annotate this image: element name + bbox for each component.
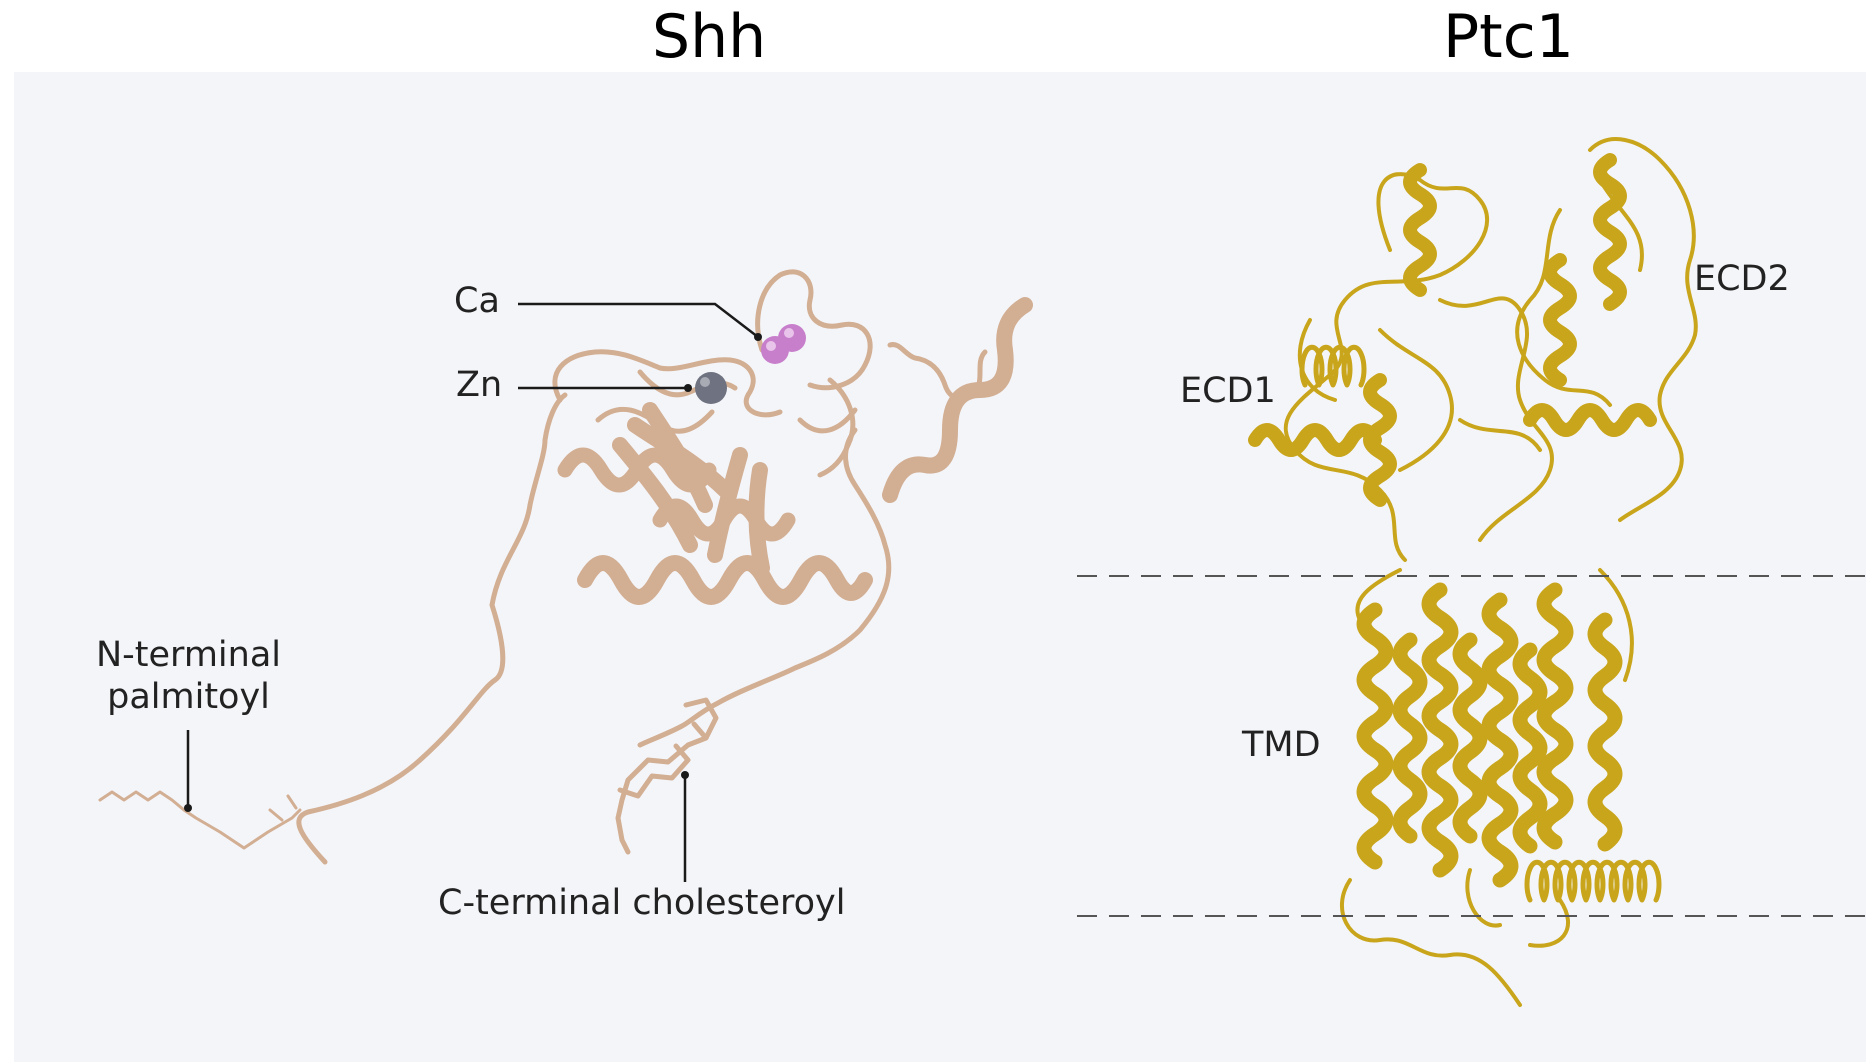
ptc1-tmd-helix (1421, 582, 1459, 878)
ca-leader-line (518, 302, 759, 338)
ptc1-title: Ptc1 (1443, 2, 1574, 72)
ptc1-tmd-helix (1392, 632, 1428, 844)
ptc1-tmd-helix (1481, 592, 1519, 888)
shh-beta-strand (612, 437, 698, 553)
ca-label: Ca (454, 281, 500, 321)
ptc1-tmd-helix (1356, 602, 1394, 870)
ptc1-ecd2-helix (1593, 153, 1627, 311)
n-terminal-label-line2: palmitoyl (107, 677, 270, 717)
n-terminal-palmitoyl-label: N-terminal palmitoyl (86, 634, 291, 718)
shh-title: Shh (652, 2, 767, 72)
ptc1-tmd-helix (1512, 642, 1548, 854)
shh-c-terminal-coil (637, 427, 892, 748)
ptc1-tmd-helix (1536, 582, 1574, 850)
ptc1-ecd1-helix (1363, 373, 1397, 507)
shh-loop-top (552, 349, 783, 418)
ptc1-ecd1-helix (1248, 423, 1382, 457)
shh-cholesterol-group (615, 697, 719, 855)
shh-helix-right (882, 297, 1033, 503)
ptc1-protein (1248, 137, 1698, 1007)
zn-label: Zn (456, 365, 503, 405)
shh-loop-tail (887, 342, 988, 401)
ptc1-ecd-center-coil (1438, 296, 1554, 542)
ptc1-tmd-coil (1339, 568, 1634, 1007)
ptc1-ecd1-helix (1403, 163, 1437, 297)
ptc1-amphipathic-helix (1524, 859, 1662, 903)
shh-helix-middle (652, 498, 796, 542)
tmd-label: TMD (1242, 725, 1321, 765)
shh-helix-bottom (577, 555, 873, 605)
shh-loop-ca (755, 269, 873, 391)
shh-helix-left (557, 447, 717, 493)
ptc1-ecd1-helix-coiled (1299, 344, 1367, 388)
ptc1-tmd-helix (1452, 632, 1488, 844)
ptc1-ecd2-helix (1543, 253, 1577, 387)
cholesteroyl-leader-dot (681, 771, 689, 779)
shh-loop-right (797, 377, 858, 478)
shh-protein (98, 269, 1033, 865)
ptc1-ecd2-helix (1523, 403, 1657, 437)
ecd2-label: ECD2 (1694, 259, 1790, 299)
ptc1-tmd-helix (1587, 612, 1623, 852)
ptc1-ecd2-coil (1515, 137, 1698, 522)
c-terminal-cholesteroyl-label: C-terminal cholesteroyl (438, 883, 846, 923)
shh-palmitoyl-chain (98, 790, 302, 850)
n-terminal-label-line1: N-terminal (95, 635, 281, 675)
zinc-ion (695, 372, 727, 404)
shh-beta-strand (642, 402, 713, 513)
zn-leader-dot (684, 384, 692, 392)
calcium-ions (761, 324, 806, 364)
shh-n-terminal-coil (296, 392, 568, 865)
palmitoyl-leader-dot (184, 804, 192, 812)
ecd1-label: ECD1 (1180, 371, 1276, 411)
ca-leader-dot (754, 333, 762, 341)
